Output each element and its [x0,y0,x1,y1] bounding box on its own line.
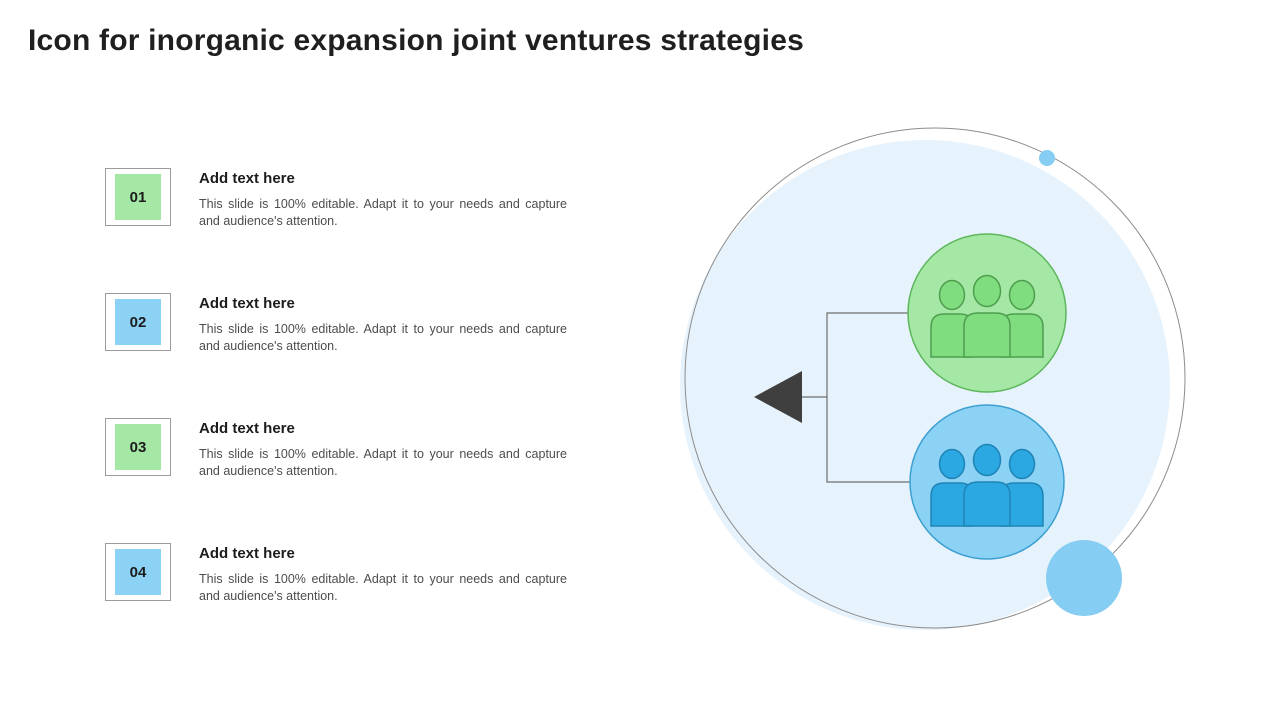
joint-venture-diagram [650,100,1210,660]
number-badge-02: 02 [115,299,161,345]
item-body: This slide is 100% editable. Adapt it to… [199,572,567,603]
left-arrow-icon [754,371,802,423]
feature-list: 01 Add text here This slide is 100% edit… [105,168,567,668]
list-item: 02 Add text here This slide is 100% edit… [105,293,567,353]
item-body: This slide is 100% editable. Adapt it to… [199,447,567,478]
number-badge-frame: 01 [105,168,171,226]
large-dot [1046,540,1122,616]
list-item: 04 Add text here This slide is 100% edit… [105,543,567,603]
number-badge-03: 03 [115,424,161,470]
connector-lines [802,312,911,483]
person-icon [963,443,1011,527]
person-icon [1000,279,1044,358]
item-text-block: Add text here This slide is 100% editabl… [199,293,567,354]
team-icon-blue [909,404,1065,560]
item-text-block: Add text here This slide is 100% editabl… [199,418,567,479]
item-heading: Add text here [199,545,295,562]
item-heading: Add text here [199,420,295,437]
item-heading: Add text here [199,295,295,312]
list-item: 03 Add text here This slide is 100% edit… [105,418,567,478]
item-text-block: Add text here This slide is 100% editabl… [199,168,567,229]
list-item: 01 Add text here This slide is 100% edit… [105,168,567,228]
orbit-ring [684,127,1186,629]
page-title: Icon for inorganic expansion joint ventu… [28,24,804,57]
item-text-block: Add text here This slide is 100% editabl… [199,543,567,604]
item-body: This slide is 100% editable. Adapt it to… [199,322,567,353]
team-icon-green [907,233,1067,393]
person-icon [963,274,1011,358]
item-heading: Add text here [199,170,295,187]
number-badge-frame: 02 [105,293,171,351]
number-badge-frame: 03 [105,418,171,476]
number-badge-frame: 04 [105,543,171,601]
number-badge-04: 04 [115,549,161,595]
person-icon [1000,448,1044,527]
small-dot [1039,150,1055,166]
person-icon [930,448,974,527]
number-badge-01: 01 [115,174,161,220]
diagram-svg [680,127,1186,630]
item-body: This slide is 100% editable. Adapt it to… [199,197,567,228]
